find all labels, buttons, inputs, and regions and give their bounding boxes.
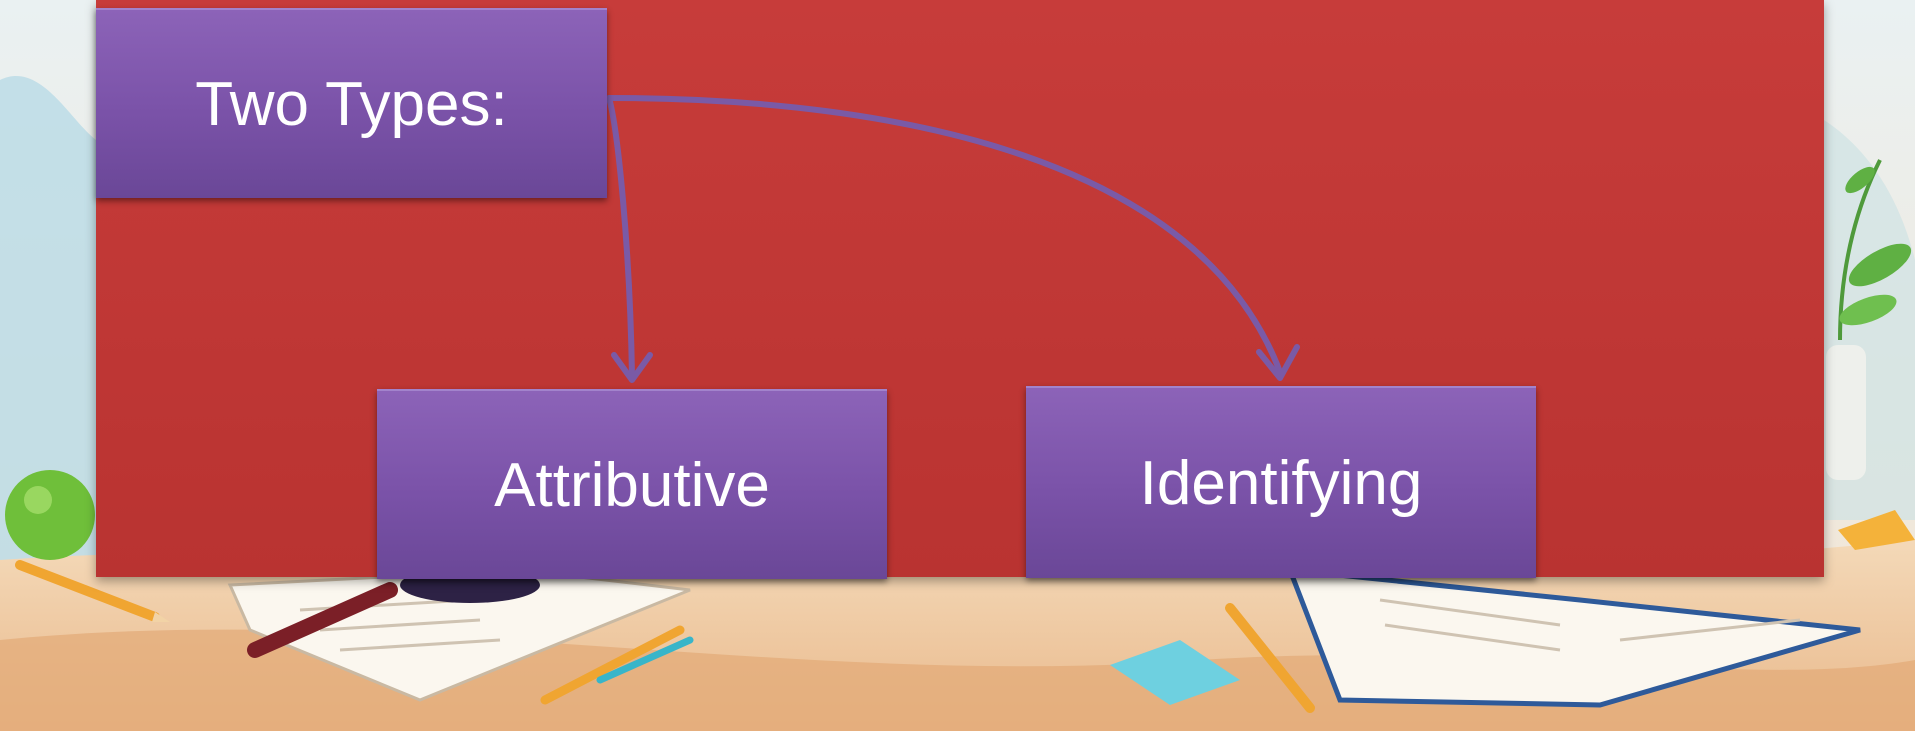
apple-icon — [5, 470, 95, 560]
child-node-identifying: Identifying — [1026, 386, 1536, 578]
child-node-label: Attributive — [494, 450, 770, 520]
paper-note-icon — [1110, 640, 1240, 705]
plant-icon — [1826, 159, 1912, 480]
open-book-icon — [1286, 567, 1861, 708]
pencil-icon — [15, 560, 170, 622]
child-node-attributive: Attributive — [377, 389, 887, 579]
child-node-label: Identifying — [1139, 448, 1423, 518]
root-node-two-types: Two Types: — [96, 8, 607, 198]
root-node-label: Two Types: — [195, 69, 508, 139]
